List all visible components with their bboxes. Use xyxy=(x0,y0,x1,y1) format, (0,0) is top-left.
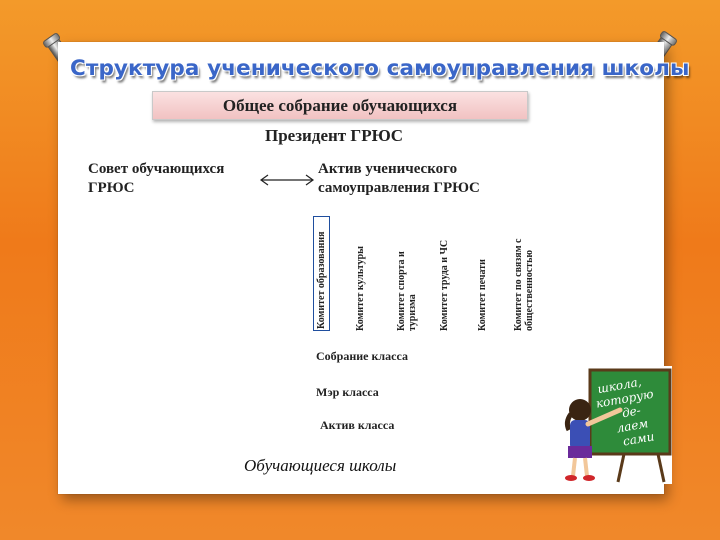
committee-sport-tourism: Комитет спорта и туризма xyxy=(396,216,418,331)
committee-public-relations: Комитет по связям с общественностью xyxy=(513,216,535,331)
girl-at-chalkboard-icon: школа, которую де- лаем сами xyxy=(562,366,672,484)
student-government-active-label: Актив ученического самоуправления ГРЮС xyxy=(318,160,480,198)
committee-education: Комитет образования xyxy=(313,216,330,331)
committee-labor-emergency: Комитет труда и ЧС xyxy=(439,216,450,331)
active-line-2: самоуправления ГРЮС xyxy=(318,180,480,196)
committee-label-2: общественностью xyxy=(524,250,535,331)
chalkboard-line: де- xyxy=(621,403,642,420)
committee-label: Комитет труда и ЧС xyxy=(439,239,450,331)
committee-label: Комитет по связям с xyxy=(513,238,524,331)
class-active-label: Актив класса xyxy=(320,418,395,432)
president-label: Президент ГРЮС xyxy=(265,126,404,145)
chalkboard-line: сами xyxy=(622,429,656,448)
committee-label: Комитет печати xyxy=(477,259,488,331)
committee-label: Комитет образования xyxy=(316,231,327,329)
double-arrow-icon xyxy=(259,174,315,186)
committee-label: Комитет спорта и xyxy=(396,251,407,331)
student-council-line-1: Совет обучающихся xyxy=(88,161,225,177)
students-label: Обучающиеся школы xyxy=(244,456,397,475)
student-council-label: Совет обучающихся ГРЮС xyxy=(88,160,224,198)
general-assembly-box: Общее собрание обучающихся xyxy=(152,91,528,120)
active-line-1: Актив ученического xyxy=(318,161,458,177)
student-council-line-2: ГРЮС xyxy=(88,180,135,196)
committee-label: Комитет культуры xyxy=(355,246,366,331)
chalkboard-line: лаем xyxy=(615,416,649,435)
committee-press: Комитет печати xyxy=(477,216,488,331)
slide-title: Структура ученического самоуправления шк… xyxy=(70,56,690,81)
committee-label-2: туризма xyxy=(407,294,418,331)
committee-culture: Комитет культуры xyxy=(355,216,366,331)
class-meeting-label: Собрание класса xyxy=(316,349,408,363)
class-mayor-label: Мэр класса xyxy=(316,385,379,399)
